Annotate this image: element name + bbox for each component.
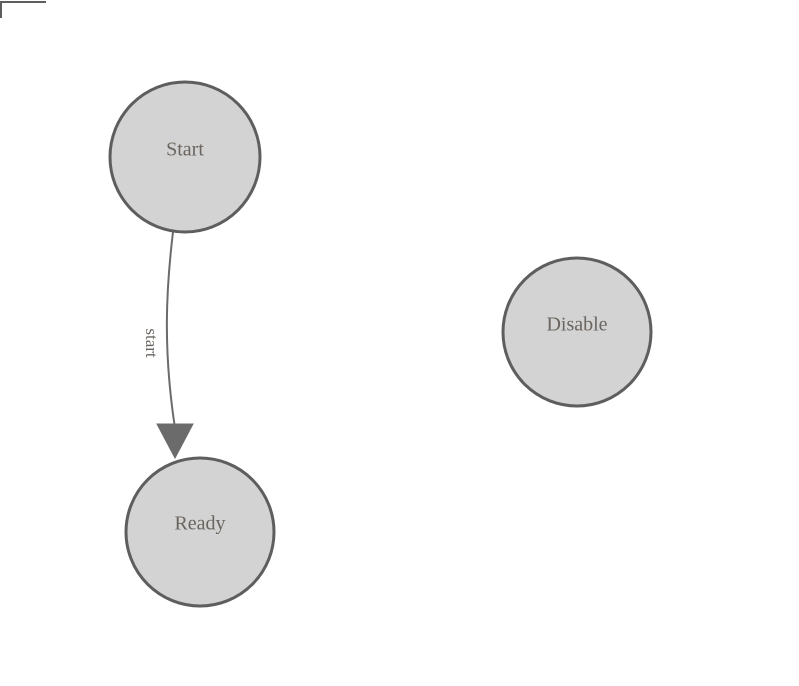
node-disable-label: Disable	[546, 314, 607, 336]
node-start[interactable]: Start	[108, 80, 262, 234]
edge-label-start: start	[142, 328, 161, 358]
node-disable-circle	[501, 256, 653, 408]
edge-path	[165, 231, 176, 429]
node-ready-label: Ready	[174, 513, 225, 535]
corner-mark-top-left-icon	[0, 1, 46, 18]
node-start-circle	[108, 80, 262, 234]
edge-start-to-ready[interactable]: start	[142, 231, 194, 460]
node-start-label: Start	[166, 139, 204, 161]
node-ready-circle	[124, 456, 276, 608]
node-disable[interactable]: Disable	[501, 256, 653, 408]
node-ready[interactable]: Ready	[124, 456, 276, 608]
edge-arrowhead-icon	[156, 423, 194, 460]
